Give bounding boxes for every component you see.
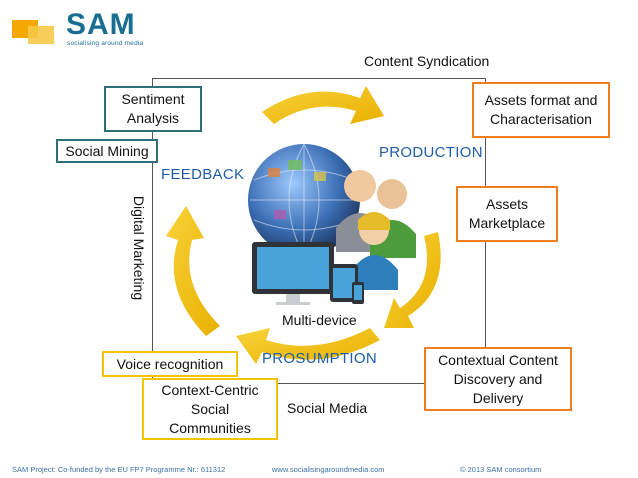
box-text: Analysis [126, 110, 180, 126]
cycle-arrow-icon [236, 328, 380, 364]
box-text: Assets [485, 196, 528, 212]
box-text: Discovery and [453, 370, 543, 387]
central-illustration [248, 143, 416, 305]
box-text: Voice recognition [116, 355, 224, 372]
logo-title: SAM [66, 8, 136, 41]
phone-icon [352, 282, 364, 304]
label-content-syndication: Content Syndication [364, 53, 490, 69]
box-text: Communities [169, 419, 251, 436]
globe-icon [248, 143, 360, 257]
footer-website: www.socialisingaroundmedia.com [272, 465, 385, 474]
box-contextual-content: Contextual Content Discovery and Deliver… [424, 347, 572, 411]
box-text: Social Mining [65, 142, 149, 159]
box-text: Marketplace [468, 215, 546, 231]
box-sentiment-analysis: Sentiment Analysis [104, 86, 202, 132]
box-social-mining: Social Mining [56, 139, 158, 163]
label-digital-marketing: Digital Marketing [131, 195, 147, 301]
label-social-media: Social Media [287, 400, 368, 416]
box-text: Assets format and [484, 92, 598, 108]
label-feedback: FEEDBACK [161, 166, 245, 183]
label-prosumption: PROSUMPTION [262, 350, 377, 367]
box-text: Sentiment [121, 91, 185, 107]
logo-subtitle: socialising around media [67, 40, 144, 47]
box-context-centric: Context-Centric Social Communities [142, 378, 278, 440]
box-assets-marketplace: Assets Marketplace [456, 186, 558, 242]
box-voice-recognition: Voice recognition [102, 351, 238, 377]
box-text: Social [190, 400, 230, 417]
box-assets-format: Assets format and Characterisation [472, 82, 610, 138]
cycle-arrow-icon [384, 232, 441, 328]
box-text: Characterisation [490, 111, 592, 127]
tablet-icon [330, 264, 358, 302]
monitor-icon [252, 242, 334, 305]
box-text: Contextual Content [438, 351, 558, 368]
box-text: Context-Centric [161, 381, 259, 398]
people-icon [336, 170, 416, 290]
footer-project: SAM Project: Co-funded by the EU FP7 Pro… [12, 465, 226, 474]
cycle-arrow-icon [166, 206, 220, 336]
footer-copyright: © 2013 SAM consortium [460, 465, 542, 474]
label-multi-device: Multi-device [282, 312, 357, 328]
label-production: PRODUCTION [379, 144, 483, 161]
cycle-arrow-icon [262, 86, 384, 124]
box-text: Delivery [472, 389, 524, 406]
sam-logo-icon [12, 20, 54, 44]
